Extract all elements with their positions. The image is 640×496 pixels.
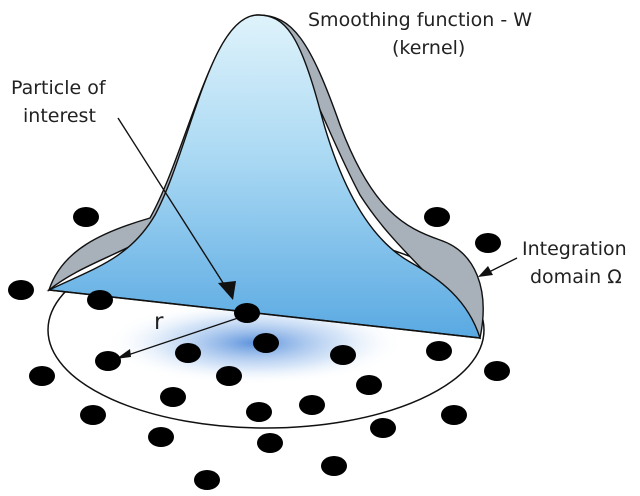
particle [370, 418, 396, 438]
particle [246, 402, 272, 422]
radius-arrow [121, 314, 248, 358]
particle-pointer-arrow [117, 117, 233, 298]
particle [216, 366, 242, 386]
particle-of-interest [234, 303, 260, 323]
particle-label-line2: interest [23, 105, 96, 127]
particle [148, 427, 174, 447]
particle-pointer-arrowhead [218, 281, 236, 300]
particle [73, 207, 99, 227]
particle [8, 280, 34, 300]
particle [95, 351, 121, 371]
particle [87, 290, 113, 310]
particle [475, 233, 501, 253]
particle [356, 375, 382, 395]
radius-label: r [154, 309, 164, 335]
domain-label-line2: domain Ω [530, 266, 622, 288]
kernel-label-line1: Smoothing function - W [308, 9, 533, 31]
particles [8, 207, 510, 490]
particle [299, 395, 325, 415]
particle [330, 345, 356, 365]
particle [441, 405, 467, 425]
domain-label-line1: Integration [522, 238, 627, 260]
particle [257, 433, 283, 453]
cross-section-line [48, 289, 481, 339]
particle [80, 405, 106, 425]
particle [253, 333, 279, 353]
particle [426, 341, 452, 361]
kernel-front-surface [46, 14, 481, 339]
particle [484, 361, 510, 381]
particle [321, 456, 347, 476]
domain-pointer-arrowhead [478, 266, 493, 277]
kernel-label-line2: (kernel) [392, 37, 466, 59]
particle [175, 343, 201, 363]
radius-arrowhead [116, 349, 131, 359]
particle [160, 387, 186, 407]
particle [424, 207, 450, 227]
particle [194, 470, 220, 490]
particle-label-line1: Particle of [11, 77, 106, 99]
particle [29, 366, 55, 386]
